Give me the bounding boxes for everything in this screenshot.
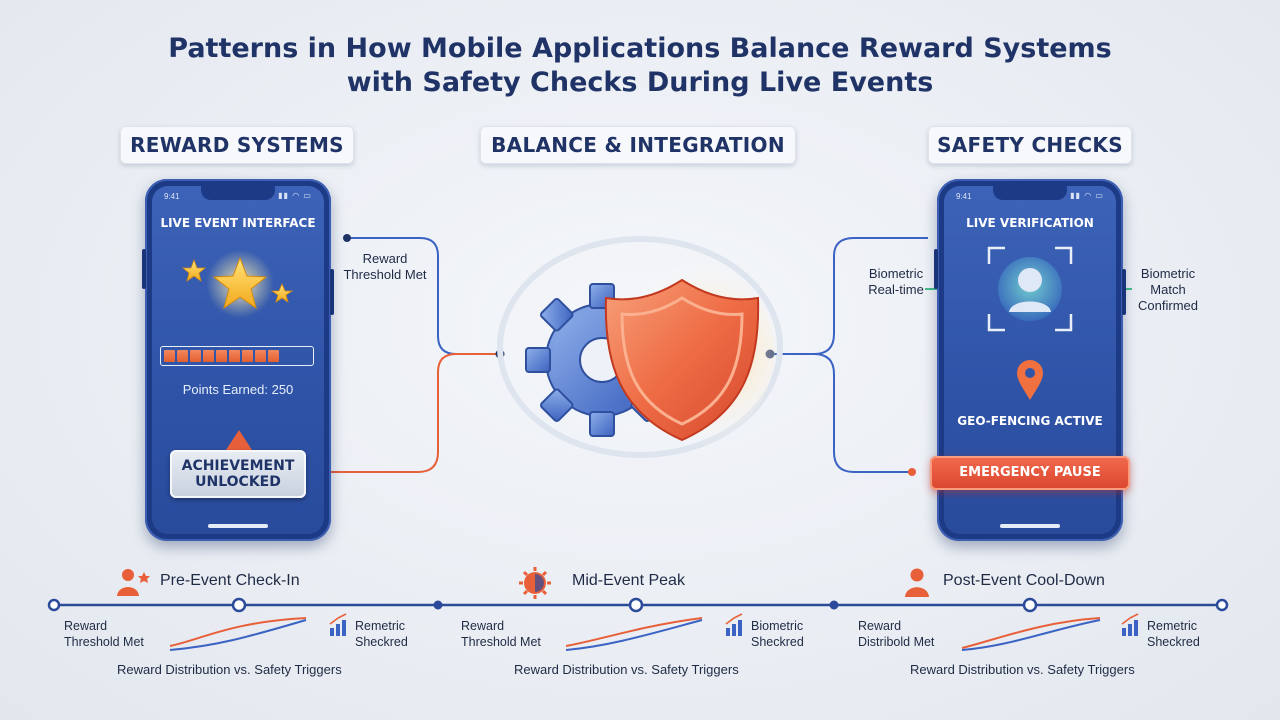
biometric-match-callout: Biometric Match Confirmed <box>1128 266 1208 314</box>
timeline-node <box>628 597 644 613</box>
points-progress-bar <box>160 346 314 366</box>
person-icon <box>905 568 929 597</box>
triangle-up-icon <box>226 430 252 450</box>
progress-segment <box>190 350 201 362</box>
progress-segment <box>203 350 214 362</box>
connector-dot <box>343 234 351 242</box>
page-title-line-2: with Safety Checks During Live Events <box>346 67 934 98</box>
label-line-1: Reward <box>461 619 505 633</box>
timeline-nodes <box>47 597 1229 613</box>
connector-reward-threshold <box>347 237 500 355</box>
achievement-line-1: ACHIEVEMENT <box>181 458 295 474</box>
status-icons: ▮▮ ◠ ▭ <box>278 191 312 200</box>
callout-line-1: Biometric <box>868 266 924 281</box>
people-icon <box>117 569 150 596</box>
stage-2-right-label: Biometric Sheckred <box>751 618 804 650</box>
peak-icon <box>519 567 551 599</box>
stage-3-left-label: Reward Distribold Met <box>858 618 934 650</box>
achievement-line-2: UNLOCKED <box>195 474 281 490</box>
status-time: 9:41 <box>164 192 180 201</box>
label-line-2: Sheckred <box>1147 635 1200 649</box>
stage-1-right-label: Remetric Sheckred <box>355 618 408 650</box>
timeline-dots <box>433 600 839 610</box>
stage-3-right-label: Remetric Sheckred <box>1147 618 1200 650</box>
safety-checks-header: SAFETY CHECKS <box>928 126 1132 164</box>
label-line-2: Sheckred <box>355 635 408 649</box>
label-line-1: Biometric <box>751 619 804 633</box>
reward-systems-header: REWARD SYSTEMS <box>120 126 354 164</box>
timeline-node <box>1215 598 1229 612</box>
stage-label-mid-event: Mid-Event Peak <box>572 572 685 589</box>
connector-emergency <box>770 353 912 473</box>
label-line-2: Sheckred <box>751 635 804 649</box>
status-icons: ▮▮ ◠ ▭ <box>1070 191 1104 200</box>
connector-achievement <box>305 353 500 473</box>
callout-line-1: Biometric <box>1140 266 1196 281</box>
progress-segment <box>242 350 253 362</box>
biometric-realtime-callout: Biometric Real-time <box>856 266 936 298</box>
star-icon <box>182 250 294 318</box>
bar-chart-icon <box>725 613 743 636</box>
timeline <box>47 567 1229 651</box>
callout-line-2: Match <box>1150 282 1186 297</box>
trend-chart-1 <box>169 617 307 651</box>
label-line-2: Threshold Met <box>461 635 541 649</box>
progress-segment <box>229 350 240 362</box>
reward-phone: 9:41 ▮▮ ◠ ▭ LIVE EVENT INTERFACE Points … <box>142 179 334 541</box>
label-line-2: Threshold Met <box>64 635 144 649</box>
points-earned-text: Points Earned: 250 <box>182 382 294 397</box>
timeline-node <box>231 597 247 613</box>
callout-line-2: Threshold Met <box>343 267 427 282</box>
progress-segment <box>164 350 175 362</box>
progress-segment <box>177 350 188 362</box>
progress-segment <box>216 350 227 362</box>
connector-dot <box>908 468 916 476</box>
stage-3-caption: Reward Distribution vs. Safety Triggers <box>910 662 1135 677</box>
trend-chart-3 <box>961 617 1101 651</box>
geo-fencing-text: GEO-FENCING ACTIVE <box>957 414 1103 428</box>
timeline-node <box>47 598 61 612</box>
stage-2-caption: Reward Distribution vs. Safety Triggers <box>514 662 739 677</box>
label-line-2: Distribold Met <box>858 635 935 649</box>
face-scan-icon <box>987 246 1073 332</box>
status-time: 9:41 <box>956 192 972 201</box>
live-event-title: LIVE EVENT INTERFACE <box>160 216 316 230</box>
label-line-1: Remetric <box>1147 619 1198 633</box>
label-line-1: Remetric <box>355 619 406 633</box>
connector-verification <box>770 237 928 355</box>
label-line-1: Reward <box>858 619 902 633</box>
balance-integration-header: BALANCE & INTEGRATION <box>480 126 796 164</box>
achievement-unlocked-badge: ACHIEVEMENT UNLOCKED <box>170 450 306 498</box>
timeline-dot <box>829 600 839 610</box>
emergency-pause-button[interactable]: EMERGENCY PAUSE <box>930 456 1130 490</box>
location-pin-icon <box>1017 360 1043 400</box>
progress-segment <box>255 350 266 362</box>
label-line-1: Reward <box>64 619 108 633</box>
stage-2-left-label: Reward Threshold Met <box>461 618 541 650</box>
balance-graphic <box>497 236 783 458</box>
callout-line-3: Confirmed <box>1138 298 1198 313</box>
timeline-dot <box>433 600 443 610</box>
stage-label-pre-event: Pre-Event Check-In <box>160 572 300 589</box>
callout-line-1: Reward <box>362 251 408 266</box>
stage-1-caption: Reward Distribution vs. Safety Triggers <box>117 662 342 677</box>
stage-label-post-event: Post-Event Cool-Down <box>943 572 1105 589</box>
reward-phone-screen: 9:41 ▮▮ ◠ ▭ LIVE EVENT INTERFACE Points … <box>152 186 324 534</box>
progress-segment <box>268 350 279 362</box>
bar-chart-icon <box>1121 613 1139 636</box>
bar-chart-icon <box>329 613 347 636</box>
reward-threshold-callout: Reward Threshold Met <box>330 251 440 283</box>
trend-chart-2 <box>565 617 703 651</box>
page-title-line-1: Patterns in How Mobile Applications Bala… <box>168 33 1112 64</box>
callout-line-2: Real-time <box>868 282 924 297</box>
shield-icon <box>604 278 760 442</box>
stage-1-left-label: Reward Threshold Met <box>64 618 144 650</box>
live-verification-title: LIVE VERIFICATION <box>966 216 1094 230</box>
timeline-node <box>1022 597 1038 613</box>
